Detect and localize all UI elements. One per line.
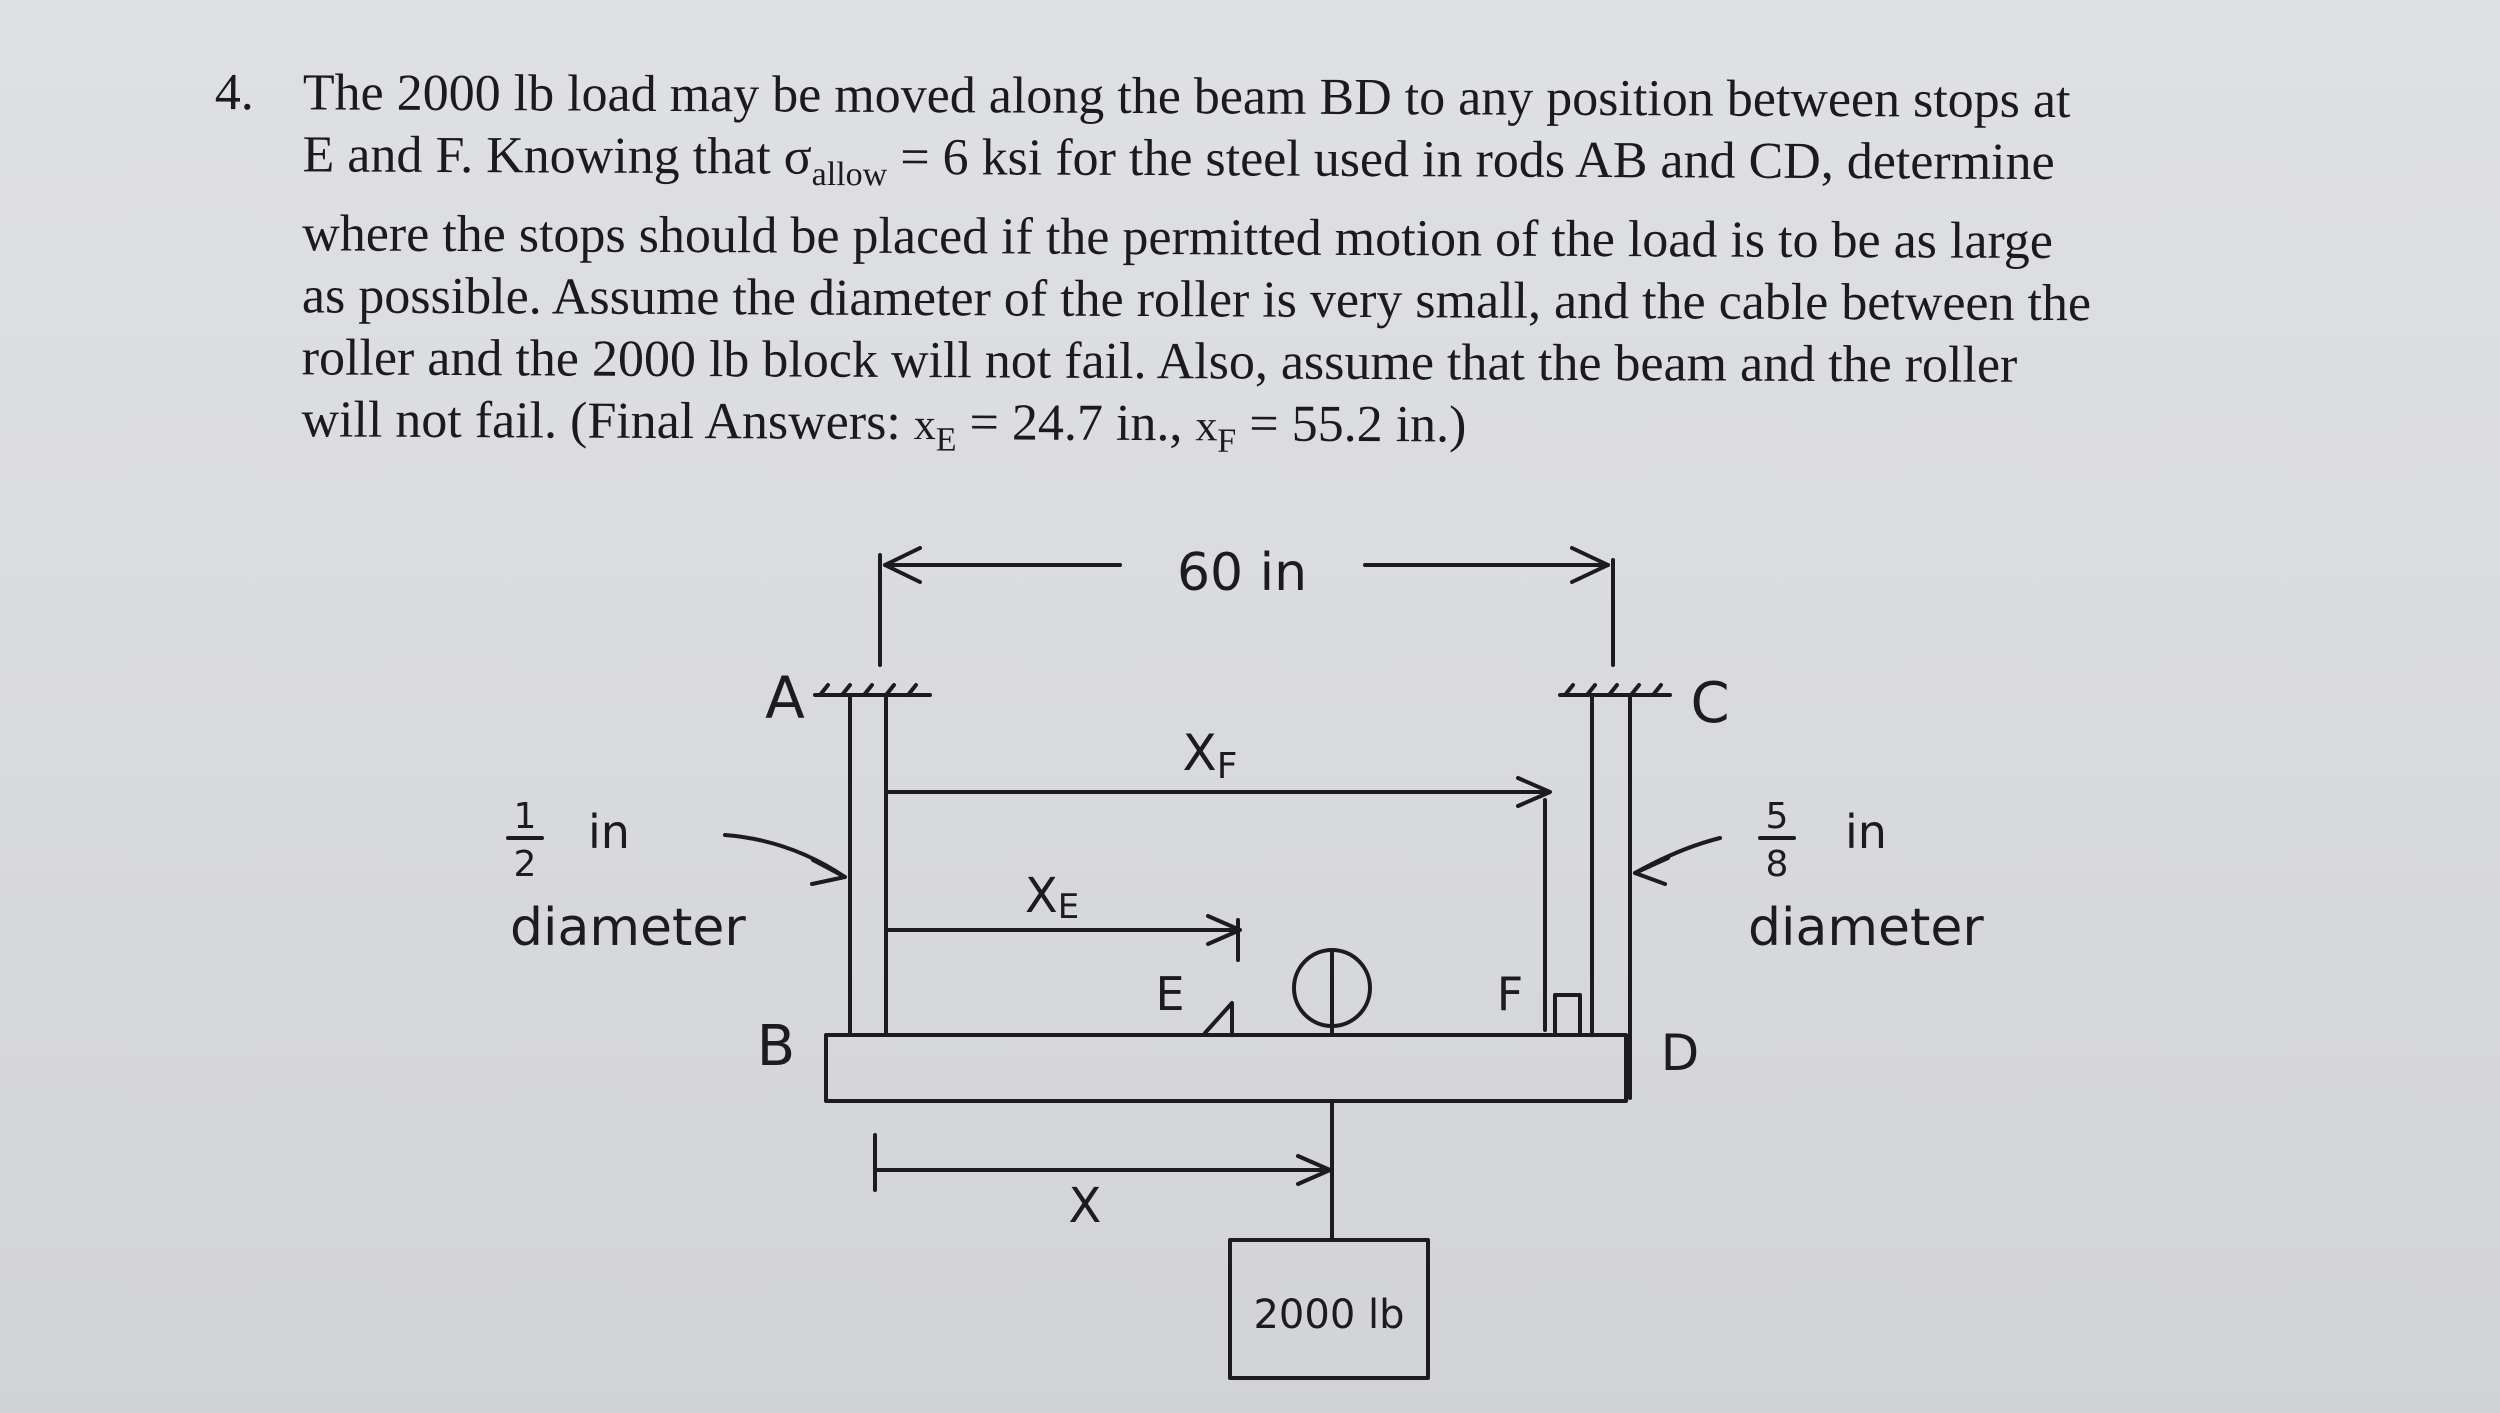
span-label: 60 in [1177,543,1307,603]
left-dia-word: diameter [510,898,746,958]
right-dia-denominator: 8 [1766,844,1789,885]
left-leader-line [723,833,847,879]
x-arrow-icon [1296,1154,1332,1186]
dim-arrow-right-icon [1570,546,1610,584]
xf-label: XF [1183,724,1238,787]
dim-arrow-left-icon [883,546,922,584]
stop-f-label: F [1497,967,1523,1021]
right-leader-arrow-icon [1633,856,1670,886]
load-label: 2000 lb [1253,1292,1404,1338]
xf-arrow-icon [1516,776,1552,808]
ceiling-c-hatch-icon [1563,683,1663,697]
beam-bd [824,1033,1628,1103]
label-b: B [757,1014,795,1079]
ceiling-a-hatch-icon [818,683,918,697]
x-label: X [1069,1178,1102,1234]
left-dia-denominator: 2 [514,844,537,885]
label-a: A [765,664,805,732]
label-d: D [1661,1024,1700,1082]
label-c: C [1690,671,1729,736]
stop-f-icon [1553,993,1582,1035]
left-leader-arrow-icon [810,858,847,886]
stop-e-label: E [1155,967,1184,1021]
stop-e-icon [1203,1001,1234,1035]
xe-label: XE [1025,868,1079,927]
right-dia-numerator: 5 [1766,796,1789,837]
right-dia-word: diameter [1748,898,1984,958]
left-dia-numerator: 1 [514,796,537,837]
load-block [1228,1238,1430,1380]
right-dia-unit: in [1845,805,1887,859]
left-dia-unit: in [588,805,630,859]
